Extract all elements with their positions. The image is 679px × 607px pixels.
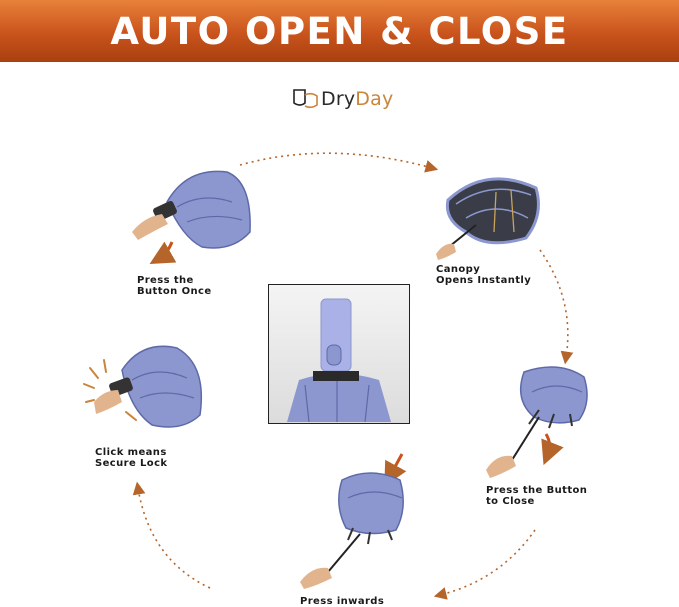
arrow-bottom-left xyxy=(132,481,211,589)
umbrella-shield-icon xyxy=(293,89,318,109)
handle-closeup-image xyxy=(287,298,391,423)
folded-umbrella-secure-lock xyxy=(83,345,203,428)
open-umbrella xyxy=(436,177,540,260)
arrow-right xyxy=(539,249,574,365)
logo-word-dry: Dry xyxy=(321,88,356,110)
caption-press-inwards: Press inwards xyxy=(300,596,385,607)
caption-press-close: Press the Button to Close xyxy=(486,485,588,507)
caption-secure-lock: Click means Secure Lock xyxy=(95,447,168,469)
brand-logo: DryDay xyxy=(291,86,393,112)
handle-closeup xyxy=(268,284,410,424)
closing-umbrella xyxy=(486,366,588,478)
arrow-top xyxy=(239,152,439,173)
logo-word-day: Day xyxy=(355,88,394,110)
arrow-bottom-right xyxy=(433,529,536,600)
caption-press-once: Press the Button Once xyxy=(137,275,212,297)
title-banner: AUTO OPEN & CLOSE xyxy=(0,0,679,62)
banner-title: AUTO OPEN & CLOSE xyxy=(110,9,569,53)
umbrella-press-inwards xyxy=(300,453,407,589)
folded-umbrella-press-once xyxy=(132,170,251,264)
caption-opens: Canopy Opens Instantly xyxy=(436,264,532,286)
